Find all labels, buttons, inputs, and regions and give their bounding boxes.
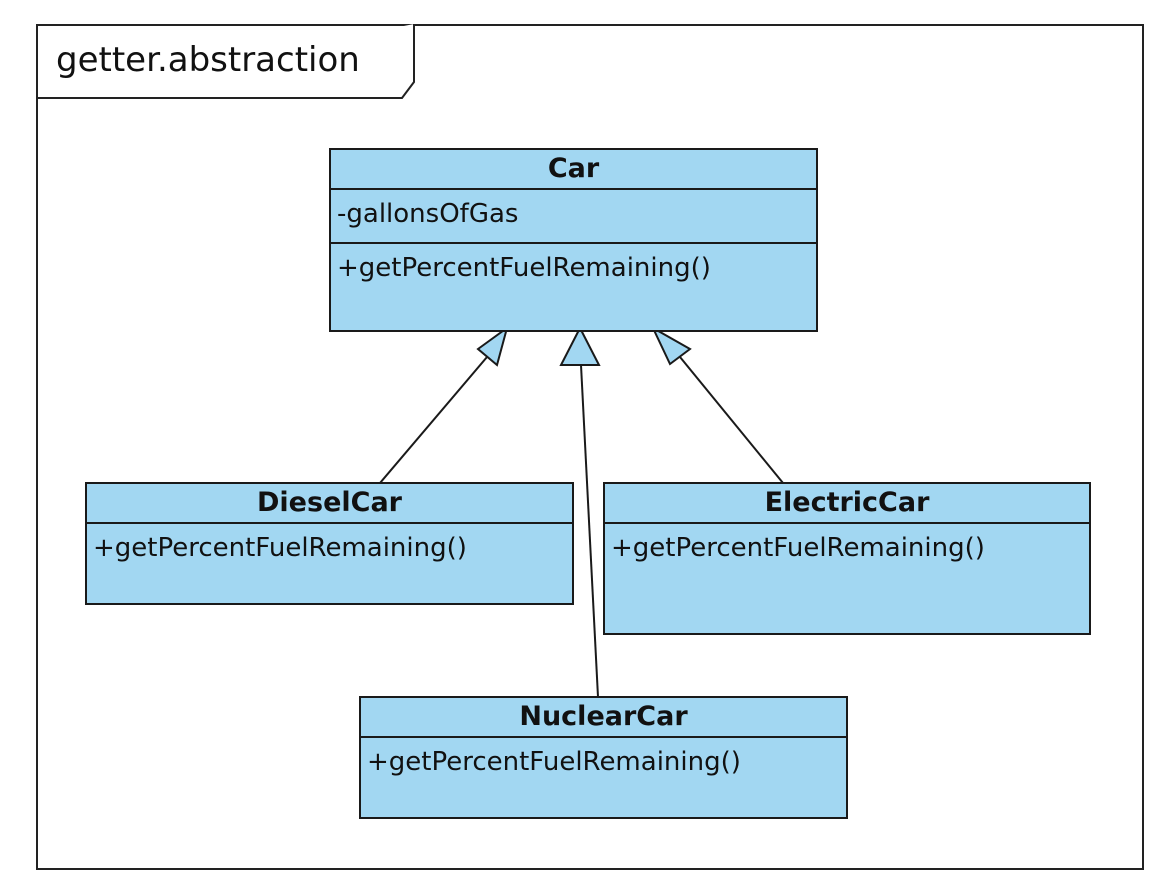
operation-get-percent-fuel-remaining: +getPercentFuelRemaining(): [337, 253, 711, 283]
attributes-car: -gallonsOfGas: [331, 190, 816, 244]
class-electriccar[interactable]: ElectricCar +getPercentFuelRemaining(): [603, 482, 1091, 635]
attribute-gallons-of-gas: -gallonsOfGas: [337, 199, 519, 229]
class-name-electriccar: ElectricCar: [605, 484, 1089, 524]
class-name-dieselcar: DieselCar: [87, 484, 572, 524]
class-nuclearcar[interactable]: NuclearCar +getPercentFuelRemaining(): [359, 696, 848, 819]
edge-electriccar-car: [679, 356, 784, 484]
package-name: getter.abstraction: [56, 40, 360, 80]
operation-get-percent-fuel-remaining: +getPercentFuelRemaining(): [93, 533, 467, 563]
operation-get-percent-fuel-remaining: +getPercentFuelRemaining(): [367, 747, 741, 777]
operation-get-percent-fuel-remaining: +getPercentFuelRemaining(): [611, 533, 985, 563]
class-car[interactable]: Car -gallonsOfGas +getPercentFuelRemaini…: [329, 148, 818, 332]
class-name-nuclearcar: NuclearCar: [361, 698, 846, 738]
package-frame: [36, 24, 1144, 870]
class-dieselcar[interactable]: DieselCar +getPercentFuelRemaining(): [85, 482, 574, 605]
arrowhead-nuclearcar-car: [559, 325, 601, 366]
edge-dieselcar-car: [379, 356, 488, 484]
arrowhead-electriccar-car: [650, 325, 692, 366]
operations-nuclearcar: +getPercentFuelRemaining(): [361, 738, 846, 786]
operations-dieselcar: +getPercentFuelRemaining(): [87, 524, 572, 572]
operations-car: +getPercentFuelRemaining(): [331, 244, 816, 292]
edge-nuclearcar-car: [580, 364, 599, 698]
arrowhead-dieselcar-car: [476, 325, 509, 367]
operations-electriccar: +getPercentFuelRemaining(): [605, 524, 1089, 572]
class-name-car: Car: [331, 150, 816, 190]
package-tab: [36, 24, 415, 99]
